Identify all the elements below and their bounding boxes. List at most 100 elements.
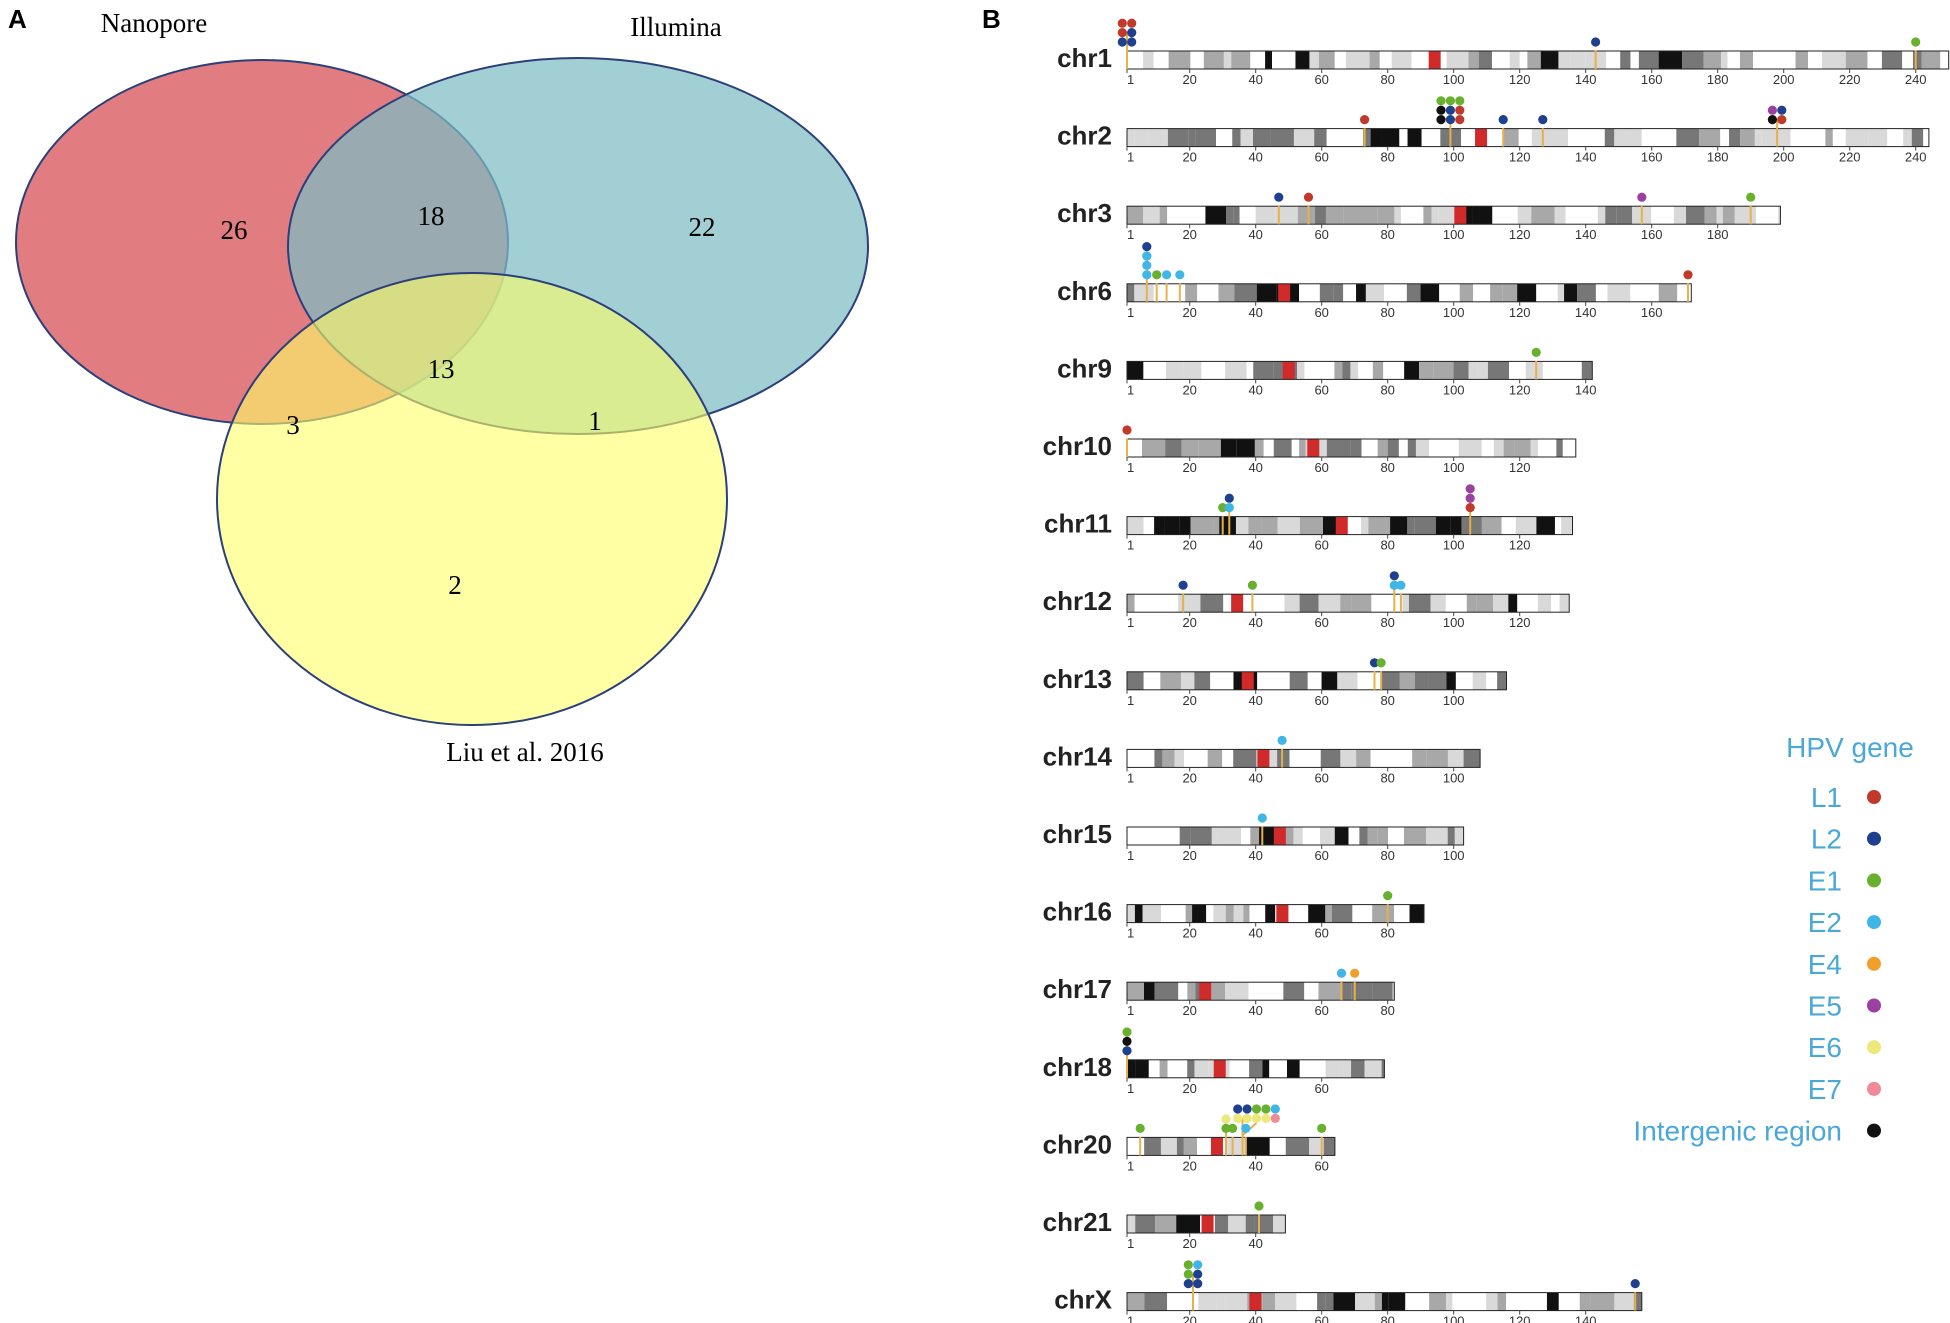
- cytoband: [1143, 827, 1167, 845]
- cytoband: [1461, 516, 1482, 535]
- cytoband: [1167, 1059, 1188, 1078]
- cytoband: [1236, 439, 1255, 457]
- liu-set: [216, 272, 728, 726]
- cytoband: [1466, 594, 1477, 613]
- tick-label: 80: [1380, 72, 1394, 87]
- cytoband: [1334, 361, 1343, 380]
- chromosome-outline: [1126, 1136, 1336, 1156]
- cytoband: [1388, 1292, 1406, 1311]
- cytoband: [1318, 51, 1335, 69]
- tick-label: 1: [1127, 538, 1134, 553]
- cytoband: [1253, 128, 1271, 147]
- integration-site-e6: [1221, 1114, 1231, 1124]
- cytoband: [1194, 671, 1211, 690]
- cytoband: [1127, 827, 1144, 845]
- cytoband: [1250, 51, 1266, 69]
- chromosome-outline: [1126, 283, 1692, 303]
- tick-label: 120: [1509, 460, 1531, 475]
- legend-label-e4: E4: [1808, 949, 1842, 980]
- cytoband: [1233, 904, 1244, 923]
- cytoband: [1333, 283, 1344, 302]
- cytoband: [1165, 439, 1182, 457]
- legend-label-e6: E6: [1808, 1032, 1842, 1063]
- cytoband: [1142, 904, 1161, 923]
- cytoband: [1275, 1292, 1297, 1311]
- chromosome-label: chr11: [1044, 509, 1112, 539]
- cytoband: [1190, 516, 1214, 535]
- cytoband: [1517, 206, 1532, 225]
- cytoband: [1407, 516, 1415, 535]
- tick-label: 140: [1575, 150, 1597, 165]
- cytoband: [1428, 671, 1447, 690]
- cytoband: [1391, 51, 1412, 69]
- legend-label-e5: E5: [1808, 991, 1842, 1022]
- cytoband: [1570, 51, 1586, 69]
- integration-site-e1: [1183, 1269, 1193, 1279]
- cytoband: [1716, 206, 1723, 225]
- cytoband: [1135, 1215, 1156, 1233]
- cytoband: [1597, 206, 1606, 225]
- region-nanopore-only: 26: [221, 215, 248, 245]
- tick-label: 20: [1182, 693, 1196, 708]
- cytoband: [1359, 827, 1368, 845]
- tick-label: 180: [1707, 150, 1729, 165]
- cytoband: [1630, 283, 1641, 302]
- cytoband: [1343, 1059, 1352, 1078]
- cytoband: [1154, 516, 1165, 535]
- integration-site-e2: [1162, 270, 1172, 280]
- cytoband: [1127, 749, 1135, 768]
- cytoband: [1435, 516, 1451, 535]
- cytoband: [1640, 283, 1659, 302]
- legend-swatch-e4: [1867, 956, 1881, 971]
- cytoband: [1554, 206, 1566, 225]
- cytoband: [1333, 1292, 1356, 1311]
- centromere: [1273, 827, 1286, 845]
- cytoband: [1322, 516, 1340, 535]
- chromosome-label: chrX: [1054, 1285, 1112, 1315]
- tick-label: 100: [1443, 1314, 1465, 1323]
- integration-site-e2: [1389, 580, 1399, 590]
- tick-label: 40: [1248, 382, 1262, 397]
- cytoband: [1540, 51, 1559, 69]
- cytoband: [1127, 206, 1144, 225]
- cytoband: [1402, 594, 1409, 613]
- region-illumina-liu: 1: [588, 406, 602, 436]
- cytoband: [1269, 1059, 1287, 1078]
- cytoband: [1234, 283, 1257, 302]
- cytoband: [1491, 51, 1510, 69]
- cytoband: [1540, 1292, 1547, 1311]
- cytoband: [1307, 671, 1322, 690]
- tick-label: 60: [1314, 848, 1328, 863]
- tick-label: 60: [1314, 72, 1328, 87]
- tick-label: 60: [1314, 926, 1328, 941]
- integration-site-e5: [1767, 105, 1777, 115]
- cytoband: [1291, 439, 1300, 457]
- cytoband: [1167, 206, 1187, 225]
- cytoband: [1174, 749, 1185, 768]
- cytoband: [1518, 128, 1532, 147]
- centromere: [1335, 516, 1348, 535]
- tick-label: 120: [1509, 305, 1531, 320]
- tick-label: 120: [1509, 72, 1531, 87]
- cytoband: [1262, 1059, 1270, 1078]
- cytoband: [1567, 128, 1590, 147]
- integration-site-e2: [1396, 580, 1406, 590]
- tick-label: 1: [1127, 72, 1134, 87]
- tick-label: 80: [1380, 538, 1394, 553]
- cytoband: [1248, 516, 1262, 535]
- tick-label: 40: [1248, 1236, 1262, 1251]
- cytoband: [1722, 206, 1735, 225]
- cytoband: [1367, 827, 1378, 845]
- tick-label: 100: [1443, 382, 1465, 397]
- cytoband: [1438, 206, 1458, 225]
- cytoband: [1222, 749, 1234, 768]
- cytoband: [1486, 1292, 1498, 1311]
- cytoband: [1317, 1292, 1326, 1311]
- cytoband: [1559, 594, 1570, 613]
- cytoband: [1795, 51, 1809, 69]
- cytoband: [1430, 594, 1446, 613]
- chromosome-outline: [1126, 593, 1570, 613]
- cytoband: [1627, 128, 1642, 147]
- cytoband: [1227, 1137, 1247, 1156]
- cytoband: [1357, 671, 1364, 690]
